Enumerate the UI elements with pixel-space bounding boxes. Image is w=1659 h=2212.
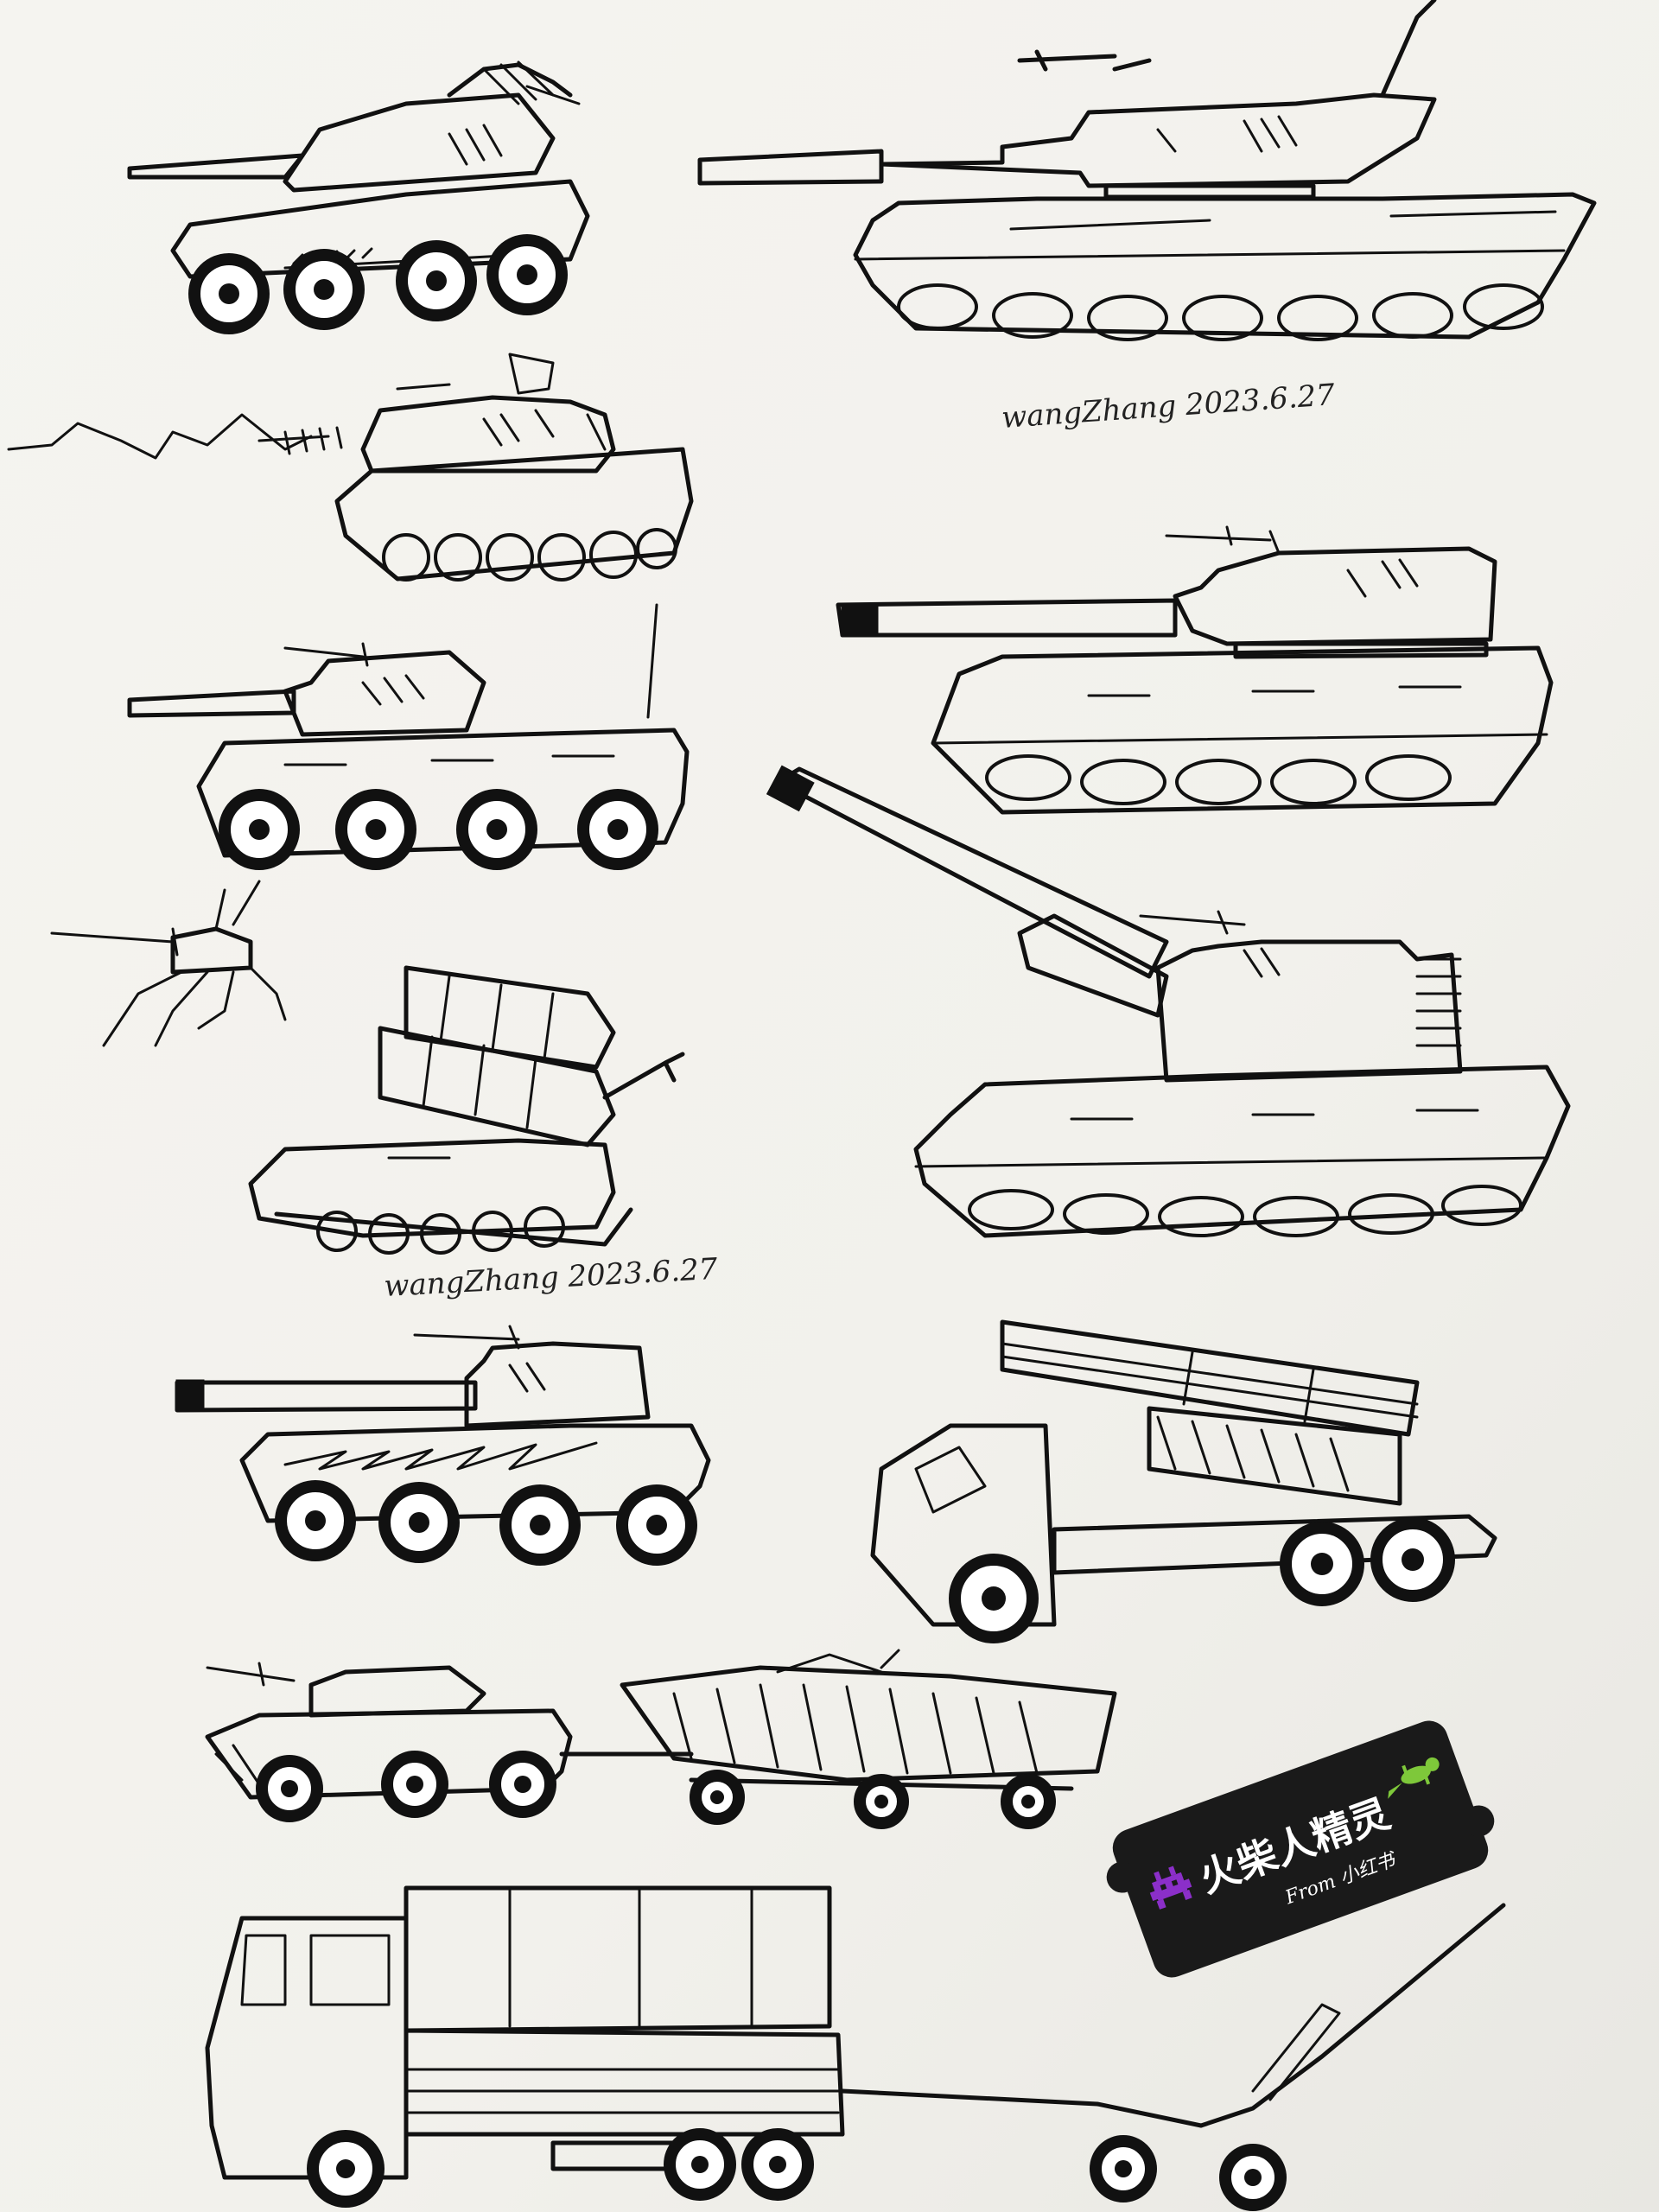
main-battle-tank-top-right xyxy=(697,0,1597,341)
spider-robot xyxy=(50,880,287,1047)
truck-towing-howitzer xyxy=(205,1885,1506,2211)
green-lizard-icon xyxy=(1388,1757,1440,1799)
wheeled-ifv-left xyxy=(127,603,690,870)
wheeled-tank-top-left xyxy=(127,60,590,334)
tank-right-row-2 xyxy=(836,525,1554,815)
rocket-launcher-truck xyxy=(870,1319,1497,1643)
stickman-sprite-sticker: 火柴人精灵 From 小红书 xyxy=(1106,1720,1495,1978)
armored-car-with-boat xyxy=(205,1649,1117,1829)
wheeled-assault-gun xyxy=(175,1325,711,1566)
sticker-background xyxy=(1112,1720,1489,1978)
purple-space-invader-icon xyxy=(1149,1866,1192,1910)
tracked-missile-launcher xyxy=(248,965,685,1255)
tracked-vehicle-lightning xyxy=(7,353,694,582)
self-propelled-howitzer xyxy=(766,765,1571,1238)
